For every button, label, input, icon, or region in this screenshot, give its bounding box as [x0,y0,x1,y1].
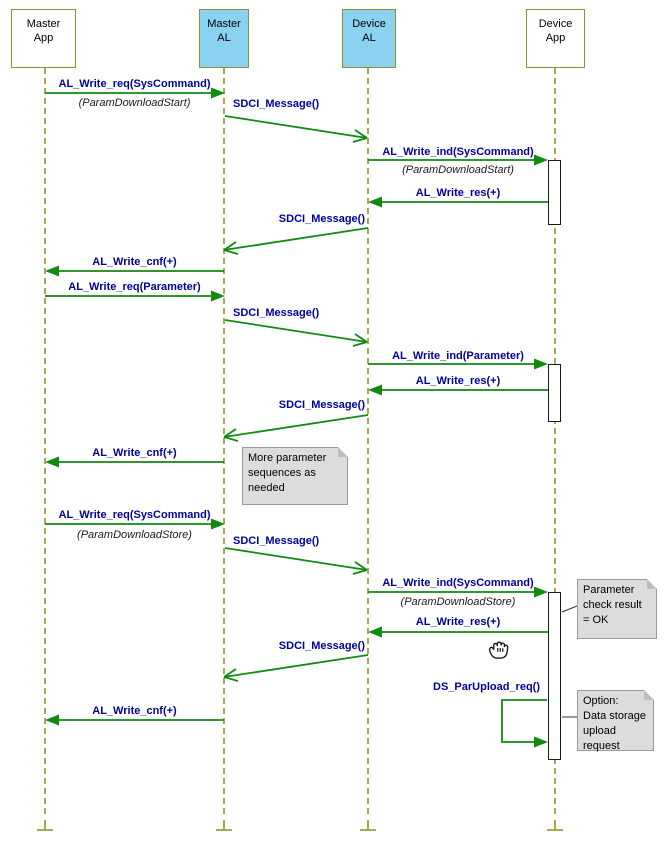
activation-bar [548,592,561,760]
message-label: AL_Write_cnf(+) [92,256,177,268]
lifeline-master-app [44,68,46,818]
participant-master-al: Master AL [199,9,249,68]
message-label: AL_Write_req(SysCommand) [58,509,211,521]
message-label: SDCI_Message() [233,535,320,547]
lifeline-end-stub [223,820,225,829]
lifeline-master-al [223,68,225,818]
message-label: SDCI_Message() [233,307,320,319]
message-label: AL_Write_req(Parameter) [68,281,201,293]
lifeline-device-al [367,68,369,818]
arrow-sdci-message-forward [224,319,368,347]
note-more-parameters: More parameter sequences as needed [242,447,348,505]
message-label: SDCI_Message() [278,640,365,652]
message-sub-label: (ParamDownloadStart) [402,164,514,176]
note-connector [561,605,578,613]
message-label: AL_Write_ind(Parameter) [392,350,524,362]
arrow-ds-parupload-self [501,699,548,748]
note-parameter-check: Parameter check result = OK [577,579,657,639]
message-sub-label: (ParamDownloadStore) [77,529,192,541]
message-label: AL_Write_cnf(+) [92,447,177,459]
message-label: AL_Write_ind(SysCommand) [382,577,534,589]
message-label: SDCI_Message() [278,399,365,411]
message-label: AL_Write_ind(SysCommand) [382,146,534,158]
arrow-sdci-message-return [223,654,369,682]
hand-cursor-icon [488,641,509,659]
lifeline-end-stub [554,820,556,829]
participant-device-app: Device App [526,9,585,68]
message-label: DS_ParUpload_req() [433,681,540,693]
lifeline-end-tick [360,829,376,831]
lifeline-end-tick [37,829,53,831]
message-label: AL_Write_res(+) [415,375,501,387]
message-label: SDCI_Message() [233,98,320,110]
lifeline-end-stub [367,820,369,829]
message-label: SDCI_Message() [278,213,365,225]
activation-bar [548,364,561,422]
message-label: AL_Write_req(SysCommand) [58,78,211,90]
message-sub-label: (ParamDownloadStore) [400,596,516,608]
lifeline-device-app [554,68,556,818]
participant-device-al: Device AL [342,9,396,68]
arrow-sdci-message-forward [224,115,368,143]
lifeline-end-tick [216,829,232,831]
message-label: AL_Write_cnf(+) [92,705,177,717]
message-label: AL_Write_res(+) [415,187,501,199]
arrow-sdci-message-return [223,227,369,255]
note-option-upload: Option: Data storage upload request [577,690,654,752]
participant-master-app: Master App [11,9,76,68]
message-sub-label: (ParamDownloadStart) [78,97,191,109]
message-label: AL_Write_res(+) [415,616,501,628]
lifeline-end-stub [44,820,46,829]
activation-bar [548,160,561,225]
arrow-sdci-message-return [223,414,369,442]
lifeline-end-tick [547,829,563,831]
arrow-sdci-message-forward [224,547,368,575]
